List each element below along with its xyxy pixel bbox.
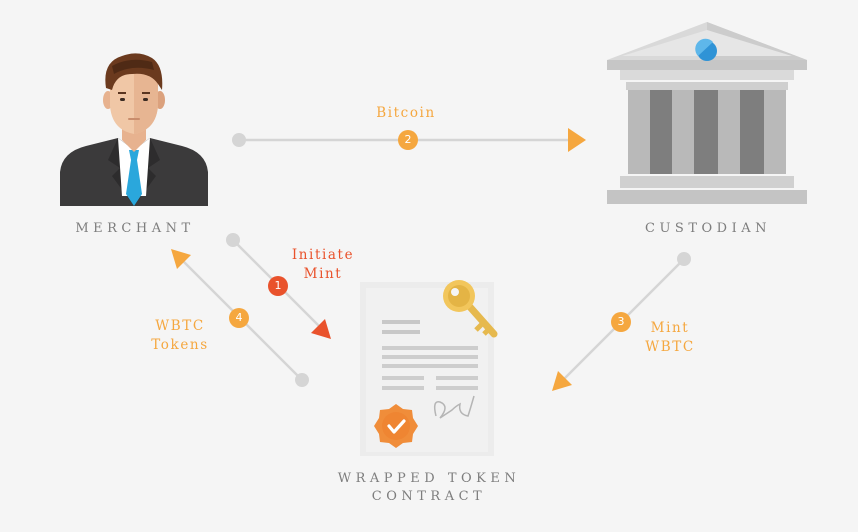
step-3-label-line-1: Mint [650, 320, 690, 336]
step-1-label-line-1: Initiate [291, 247, 355, 263]
step-4-label: WBTC Tokens [138, 317, 222, 355]
step-2-label: Bitcoin [350, 104, 462, 123]
step-2-badge: 2 [398, 130, 418, 150]
merchant-caption: MERCHANT [75, 221, 195, 236]
step-2-label-line-1: Bitcoin [376, 105, 436, 121]
step-1-label-line-2: Mint [303, 266, 343, 282]
step-3-label: Mint WBTC [630, 319, 710, 357]
bank-building-icon [607, 22, 807, 204]
step-3-label-line-2: WBTC [645, 339, 695, 355]
contract-caption-line-2: CONTRACT [371, 489, 487, 504]
custodian-caption: CUSTODIAN [645, 221, 771, 236]
step-1-label: Initiate Mint [278, 246, 368, 284]
step-1-badge: 1 [268, 276, 288, 296]
step-3-badge: 3 [611, 312, 631, 332]
signed-contract-document-icon [360, 280, 498, 456]
merchant-person-icon [60, 53, 208, 206]
step-4-label-line-1: WBTC [155, 318, 205, 334]
step-4-badge: 4 [229, 308, 249, 328]
step-4-label-line-2: Tokens [151, 337, 209, 353]
contract-caption-line-1: WRAPPED TOKEN [337, 471, 521, 486]
